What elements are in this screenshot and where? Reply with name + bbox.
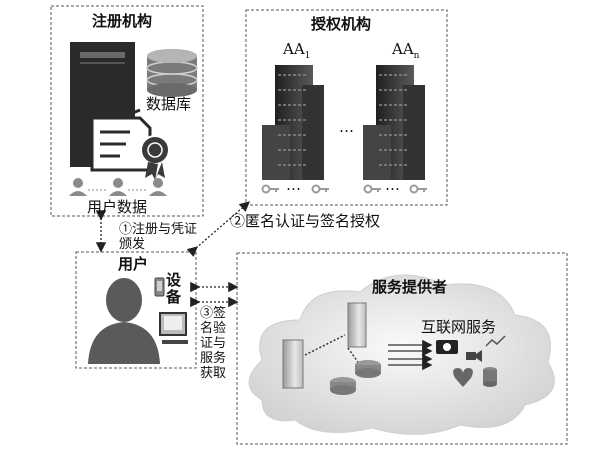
- aa-first-sub: 1: [304, 51, 311, 61]
- user-title: 用户: [118, 255, 149, 273]
- database-icon: [483, 367, 497, 387]
- internet-services-label: 互联网服务: [421, 318, 497, 336]
- user-box: [75, 251, 197, 369]
- step3-label: ③签名验证与服务获取: [200, 306, 227, 381]
- device-label: 设备: [166, 271, 182, 306]
- aa-first-text: AA: [283, 40, 305, 58]
- database-icon: [146, 49, 198, 97]
- computer-icon: [159, 312, 188, 344]
- registry-title: 注册机构: [92, 12, 153, 30]
- aa-first-label: AA1: [283, 42, 310, 61]
- heart-icon: [453, 368, 473, 387]
- authority-title: 授权机构: [311, 15, 372, 33]
- connector-authorize: [186, 201, 250, 258]
- registry-box: [50, 5, 204, 217]
- key-icon: [261, 184, 427, 194]
- step2-label: ②匿名认证与签名授权: [230, 212, 381, 230]
- building-icon: [363, 65, 425, 180]
- aa-last-text: AA: [392, 40, 414, 58]
- authority-box: [245, 9, 448, 206]
- trend-icon: [485, 335, 506, 347]
- server-icon: [282, 302, 367, 389]
- service-arrows: [388, 339, 433, 371]
- phone-icon: [154, 277, 165, 297]
- certificate-icon: [90, 108, 170, 180]
- connector-verify: [190, 281, 239, 308]
- building-icon: [262, 65, 324, 180]
- user-group-icon: [69, 178, 167, 196]
- database-label: 数据库: [146, 95, 192, 113]
- aa-last-label: AAn: [392, 42, 419, 61]
- key-ellipsis-right: …: [385, 176, 400, 194]
- storage-icon: [330, 347, 381, 395]
- key-ellipsis-left: …: [286, 176, 301, 194]
- payment-icon: [436, 340, 458, 354]
- step1-label: ①注册与凭证颁发: [119, 222, 198, 252]
- building-ellipsis: …: [339, 118, 354, 136]
- cloud-shape: [248, 274, 555, 435]
- person-icon: [88, 278, 160, 364]
- provider-box: [236, 252, 568, 445]
- provider-title: 服务提供者: [372, 278, 448, 296]
- aa-last-sub: n: [413, 51, 420, 61]
- user-data-label: 用户数据: [87, 198, 148, 216]
- video-icon: [466, 350, 482, 362]
